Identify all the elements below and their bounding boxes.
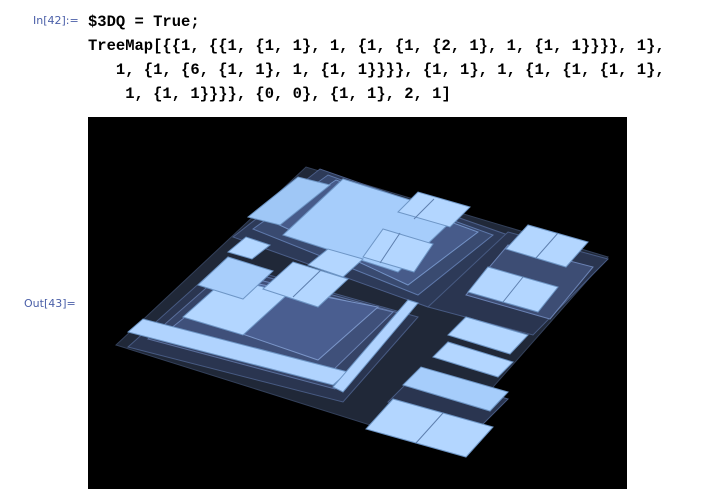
treemap-leaf [362,228,434,273]
treemap-3d-svg [115,166,609,458]
treemap-leaf [332,299,419,393]
input-code-line-2[interactable]: TreeMap[{{1, {{1, {1, 1}, 1, {1, {1, {2,… [88,37,665,55]
input-code-line-1[interactable]: $3DQ = True; [88,13,200,31]
treemap-divider [413,198,435,220]
treemap-divider [379,232,401,264]
treemap-leaf [432,341,514,378]
treemap-leaf [306,248,365,278]
output-cell-label: Out[43]= [24,297,76,310]
treemap-leaf [197,256,274,300]
input-code-line-4[interactable]: 1, {1, 1}}}}, {0, 0}, {1, 1}, 2, 1] [88,85,451,103]
treemap-leaf [226,236,272,260]
treemap-leaf [402,366,509,412]
treemap-leaf [397,191,471,228]
treemap-divider [502,276,524,303]
treemap-divider [292,269,322,298]
treemap-leaf [246,176,332,226]
treemap-3d-graphic[interactable] [88,117,627,489]
treemap-leaf [447,316,529,355]
treemap-divider [415,412,444,444]
input-code-line-3[interactable]: 1, {1, {6, {1, 1}, 1, {1, 1}}}}, {1, 1},… [88,61,665,79]
input-cell-label: In[42]:= [33,14,79,27]
treemap-divider [535,232,559,259]
